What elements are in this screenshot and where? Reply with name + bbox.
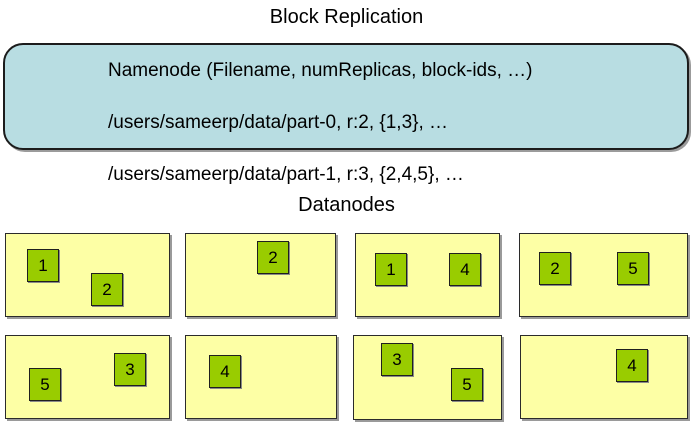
block-square: 1	[27, 249, 59, 282]
block-square: 4	[449, 253, 481, 286]
namenode-text: Namenode (Filename, numReplicas, block-i…	[108, 58, 533, 188]
block-square: 5	[451, 368, 483, 401]
datanode-box-8: 4	[520, 335, 688, 419]
block-square: 2	[539, 252, 571, 285]
block-square: 1	[375, 253, 407, 286]
block-square: 3	[381, 343, 413, 376]
block-square: 5	[29, 368, 61, 401]
block-square: 2	[91, 273, 123, 306]
datanode-box-3: 1 4	[355, 233, 500, 317]
datanode-box-6: 4	[185, 335, 337, 419]
datanode-box-7: 3 5	[353, 335, 502, 420]
block-square: 4	[616, 349, 648, 382]
datanodes-label: Datanodes	[298, 194, 395, 216]
block-square: 3	[114, 353, 146, 386]
datanode-box-2: 2	[185, 233, 336, 317]
diagram-title: Block Replication	[269, 6, 424, 28]
datanode-box-4: 2 5	[519, 233, 688, 317]
datanode-box-1: 1 2	[5, 233, 170, 317]
block-square: 4	[209, 355, 241, 388]
namenode-box: Namenode (Filename, numReplicas, block-i…	[3, 43, 689, 185]
block-square: 2	[257, 241, 289, 274]
block-square: 5	[617, 252, 649, 285]
namenode-line-part1: /users/sameerp/data/part-1, r:3, {2,4,5}…	[108, 164, 464, 185]
namenode-line-part0: /users/sameerp/data/part-0, r:2, {1,3}, …	[108, 112, 449, 133]
namenode-line-header: Namenode (Filename, numReplicas, block-i…	[108, 60, 533, 81]
datanode-box-5: 5 3	[5, 335, 170, 419]
